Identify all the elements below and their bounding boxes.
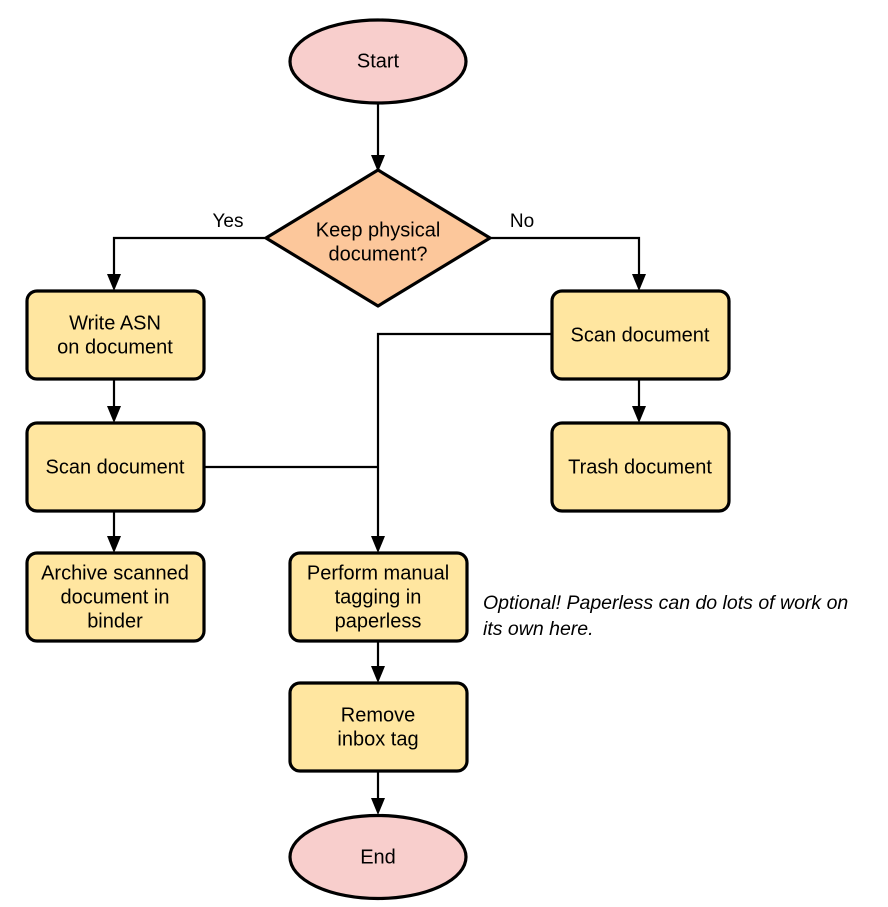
start-ellipse[interactable] [288, 18, 468, 105]
node-scan-document-left[interactable]: Scan document [25, 421, 206, 513]
tagging-label-line2: tagging in [335, 586, 422, 608]
annotation-optional-note: Optional! Paperless can do lots of work … [483, 592, 848, 640]
edge-decision-yes-to-write-asn: Yes [107, 211, 266, 291]
edge-line [112, 236, 266, 282]
arrowhead-icon [107, 406, 121, 423]
remove-inbox-label-line2: inbox tag [337, 728, 418, 750]
edge-line [376, 332, 552, 544]
trash-document-label: Trash document [568, 456, 712, 478]
node-perform-manual-tagging[interactable]: Perform manual tagging in paperless [288, 551, 469, 643]
decision-diamond[interactable] [264, 168, 492, 308]
arrowhead-icon [371, 536, 385, 553]
write-asn-label-line1: Write ASN [69, 312, 161, 334]
edge-line [490, 236, 641, 282]
edge-decision-no-to-scan-right: No [490, 211, 646, 291]
scan-document-left-box[interactable] [25, 421, 206, 513]
archive-label-line3: binder [87, 610, 143, 632]
edge-scan-right-to-trash [632, 379, 646, 423]
node-write-asn-on-document[interactable]: Write ASN on document [25, 289, 206, 381]
decision-label-line2: document? [329, 243, 428, 265]
node-decision-keep-physical-document[interactable]: Keep physical document? [264, 168, 492, 308]
arrowhead-icon [371, 155, 385, 172]
edge-scan-left-to-archive [107, 511, 121, 553]
node-remove-inbox-tag[interactable]: Remove inbox tag [288, 681, 469, 773]
arrowhead-icon [107, 536, 121, 553]
edge-label-yes: Yes [213, 211, 244, 232]
node-scan-document-right[interactable]: Scan document [550, 289, 731, 381]
tagging-box[interactable] [288, 551, 469, 643]
node-start[interactable]: Start [288, 18, 468, 105]
scan-document-right-label: Scan document [571, 324, 710, 346]
archive-box[interactable] [25, 551, 206, 643]
edge-scan-right-to-tagging [371, 332, 552, 553]
archive-label-line2: document in [61, 586, 170, 608]
remove-inbox-tag-box[interactable] [288, 681, 469, 773]
annotation-line2: its own here. [483, 618, 594, 640]
arrowhead-icon [632, 406, 646, 423]
tagging-label-line3: paperless [335, 610, 422, 632]
edge-tagging-to-remove-inbox [371, 641, 385, 683]
end-ellipse[interactable] [288, 813, 468, 901]
node-archive-scanned-document[interactable]: Archive scanned document in binder [25, 551, 206, 643]
trash-document-box[interactable] [550, 421, 731, 513]
scan-document-right-box[interactable] [550, 289, 731, 381]
remove-inbox-label-line1: Remove [341, 704, 415, 726]
annotation-line1: Optional! Paperless can do lots of work … [483, 592, 848, 614]
arrowhead-icon [632, 274, 646, 291]
end-label: End [360, 846, 396, 868]
write-asn-box[interactable] [25, 289, 206, 381]
edge-remove-inbox-to-end [371, 771, 385, 815]
edge-write-asn-to-scan-left [107, 379, 121, 423]
node-trash-document[interactable]: Trash document [550, 421, 731, 513]
edge-start-to-decision [371, 103, 385, 172]
node-end[interactable]: End [288, 813, 468, 901]
tagging-label-line1: Perform manual [307, 562, 449, 584]
write-asn-label-line2: on document [57, 336, 173, 358]
archive-label-line1: Archive scanned [41, 562, 189, 584]
decision-label-line1: Keep physical [316, 219, 441, 241]
edge-label-no: No [510, 211, 534, 232]
arrowhead-icon [371, 798, 385, 815]
arrowhead-icon [371, 666, 385, 683]
scan-document-left-label: Scan document [46, 456, 185, 478]
arrowhead-icon [107, 274, 121, 291]
start-label: Start [357, 50, 400, 72]
